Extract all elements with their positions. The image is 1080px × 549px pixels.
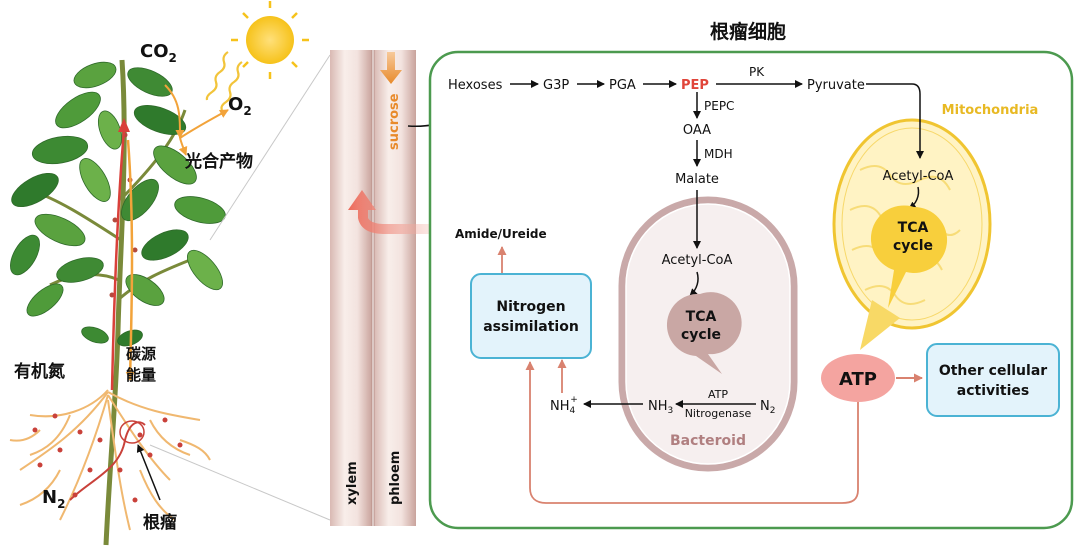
zoom-line-top [209, 54, 331, 241]
nitrogenase-atp: ATP [708, 388, 728, 401]
mito-cycle-label: cycle [893, 238, 933, 254]
bacteroid-cycle-label: cycle [681, 327, 721, 343]
bacteroid-tca-bubble [666, 292, 742, 374]
other-activities-line1: Other cellular [939, 363, 1047, 379]
pepc-enzyme: PEPC [704, 99, 734, 113]
n2-node: N2 [760, 399, 775, 416]
pyruvate-node: Pyruvate [807, 78, 865, 93]
sunlight-ray [205, 51, 229, 101]
sun-icon [231, 1, 309, 79]
nh3-node: NH3 [648, 399, 673, 416]
atp-node [821, 354, 895, 402]
nodule-pointer [136, 444, 161, 501]
photosynthate-label: 光合产物 [184, 151, 253, 172]
mito-tca-label: TCA [898, 220, 929, 236]
nitrogen-up-arrowhead [118, 118, 130, 132]
sucrose-label: sucrose [387, 93, 402, 150]
plant-leaves [10, 61, 226, 347]
pyruvate-to-mito-arrow [866, 83, 924, 159]
phloem-label: phloem [388, 451, 403, 505]
co2-in-arrow [164, 84, 185, 139]
nitrogen-assimilation-box [470, 273, 592, 359]
n2-label: N2 [42, 487, 65, 511]
amide-export-arrow [348, 190, 445, 234]
vascular-tissue: sucrose xylem phloem [330, 50, 416, 526]
nitrogenase-enzyme: Nitrogenase [685, 407, 752, 420]
mito-tca-bubble [870, 205, 948, 308]
plant-stem-branch [116, 258, 191, 302]
other-activities-box [926, 343, 1060, 417]
xylem-label: xylem [345, 461, 360, 505]
phloem-vessel [374, 50, 416, 526]
atp-label: ATP [839, 369, 877, 390]
malate-node: Malate [675, 172, 719, 187]
mito-acetyl-coa: Acetyl-CoA [883, 169, 954, 184]
bacteroid-tca-label: TCA [686, 309, 717, 325]
mdh-enzyme: MDH [704, 147, 733, 161]
sunlight-ray [220, 61, 243, 111]
atp-to-assimilation-arrow [525, 361, 859, 504]
sucrose-down-arrow [380, 52, 402, 84]
photosynthate-arrow [178, 137, 188, 156]
zoom-line-bottom [149, 444, 331, 521]
hexoses-node: Hexoses [448, 78, 503, 93]
mito-atp-cone [860, 300, 900, 350]
cell-title: 根瘤细胞 [710, 20, 786, 43]
organic-nitrogen-label: 有机氮 [14, 361, 65, 382]
carbon-down-arrow [125, 139, 135, 381]
pk-enzyme: PK [749, 65, 765, 79]
soybean-plant: CO2 O2 光合产物 有机氮 碳源 能量 N2 根瘤 [9, 1, 309, 546]
nitrogen-assimilation-line1: Nitrogen [496, 299, 565, 315]
energy-label: 能量 [126, 366, 156, 384]
oaa-node: OAA [683, 123, 711, 138]
bacteroid-label: Bacteroid [670, 433, 746, 449]
carbon-source-label: 碳源 [126, 345, 156, 363]
root-nodules [32, 413, 183, 503]
bact-acetyl-to-tca-arrow [689, 271, 699, 297]
nh4-node: NH4+ [550, 395, 578, 416]
co2-label: CO2 [140, 41, 177, 65]
nitrogen-assimilation-line2: assimilation [483, 319, 579, 335]
amide-ureide-node: Amide/Ureide [455, 227, 547, 241]
nitrogen-up-arrow [110, 129, 126, 391]
nodule-highlight [119, 420, 145, 444]
xylem-vessel [330, 50, 372, 526]
nodule-label: 根瘤 [143, 512, 177, 533]
pep-node: PEP [681, 78, 709, 93]
o2-out-arrow [179, 109, 229, 139]
g3p-node: G3P [543, 78, 569, 93]
pga-node: PGA [609, 78, 636, 93]
bacteroid-acetyl-coa: Acetyl-CoA [662, 253, 733, 268]
mitochondria-label: Mitochondria [942, 103, 1039, 118]
other-activities-line2: activities [957, 383, 1029, 399]
o2-label: O2 [228, 94, 252, 118]
